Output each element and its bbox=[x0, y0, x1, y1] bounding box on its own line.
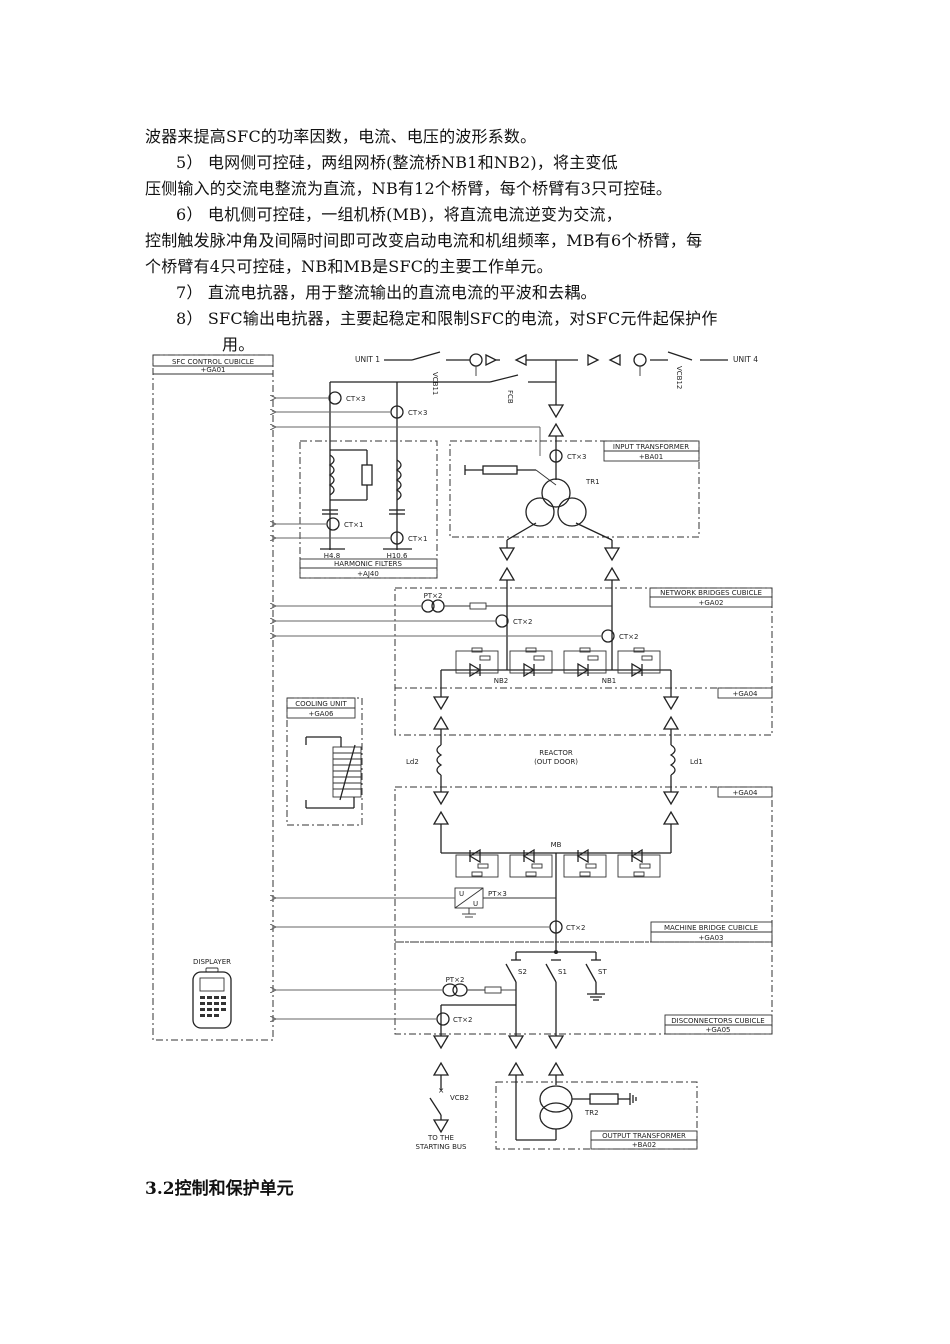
paragraph-item-7: 7） 直流电抗器，用于整流输出的直流电流的平波和去耦。 bbox=[176, 283, 597, 302]
pt3-u1-label: U bbox=[459, 890, 464, 898]
tr1-label: TR1 bbox=[585, 478, 600, 486]
ld1-label: Ld1 bbox=[690, 758, 703, 766]
fcb-label: FCB bbox=[506, 390, 514, 404]
harmonic-filters-code: +AJ40 bbox=[357, 570, 379, 578]
ct2d-label: CT×2 bbox=[453, 1016, 472, 1024]
vcb2-label: VCB2 bbox=[450, 1094, 469, 1102]
input-transformer-code: +BA01 bbox=[639, 453, 663, 461]
signal-lines-top: CT×3 CT×3 bbox=[276, 382, 541, 550]
h48-label: H4.8 bbox=[324, 552, 340, 560]
displayer-label: DISPLAYER bbox=[193, 958, 231, 966]
control-cubicle-code: +GA01 bbox=[201, 366, 226, 374]
harmonic-filters-cubicle: CT×1 CT×1 H4.8 H10.6 HARMONIC FILTERS +A… bbox=[276, 440, 438, 579]
starting-bus-label: STARTING BUS bbox=[416, 1143, 467, 1151]
s2-label: S2 bbox=[518, 968, 527, 976]
section-heading: 3.2控制和保护单元 bbox=[145, 1179, 294, 1199]
vcb12-label: VCB12 bbox=[675, 366, 683, 389]
unit4-label: UNIT 4 bbox=[733, 355, 758, 364]
ct3b-label: CT×3 bbox=[408, 409, 427, 417]
network-bridges-code: +GA02 bbox=[699, 599, 724, 607]
dc-reactor: Ld2 Ld1 REACTOR (OUT DOOR) bbox=[406, 729, 703, 792]
machine-bridge-cubicle: +GA04 MB bbox=[276, 786, 773, 950]
paragraph-item-6: 6） 电机侧可控硅，一组机桥(MB)，将直流电流逆变为交流， bbox=[176, 205, 622, 224]
paragraph-line: 压侧输入的交流电整流为直流，NB有12个桥臂，每个桥臂有3只可控硅。 bbox=[145, 179, 673, 198]
ga04-bottom-code: +GA04 bbox=[733, 789, 759, 797]
network-bridges-cubicle: NETWORK BRIDGES CUBICLE +GA02 PT×2 CT×2 … bbox=[276, 580, 773, 736]
mb-label: MB bbox=[551, 841, 562, 849]
reactor-label: REACTOR bbox=[539, 749, 573, 757]
starting-bus-branch: × VCB2 TO THE STARTING BUS bbox=[416, 1061, 469, 1151]
paragraph-line: 个桥臂有4只可控硅，NB和MB是SFC的主要工作单元。 bbox=[145, 257, 553, 276]
pt3-u2-label: U bbox=[473, 900, 478, 908]
paragraph-item-8: 8） SFC输出电抗器，主要起稳定和限制SFC的电流，对SFC元件起保护作 bbox=[176, 309, 718, 328]
disconnectors-title: DISCONNECTORS CUBICLE bbox=[671, 1017, 765, 1025]
control-cubicle: SFC CONTROL CUBICLE +GA01 bbox=[152, 354, 274, 1041]
disconnectors-code: +GA05 bbox=[706, 1026, 731, 1034]
s1-label: S1 bbox=[558, 968, 567, 976]
ct1a-label: CT×1 bbox=[344, 521, 363, 529]
pt2b-label: PT×2 bbox=[446, 976, 465, 984]
network-bridges-title: NETWORK BRIDGES CUBICLE bbox=[660, 589, 762, 597]
harmonic-filters-title: HARMONIC FILTERS bbox=[334, 560, 402, 568]
disconnectors-cubicle: S2 S1 ST PT×2 CT×2 DISCONNECTORS CUBICLE… bbox=[276, 941, 773, 1050]
ct2b-label: CT×2 bbox=[619, 633, 638, 641]
output-transformer-title: OUTPUT TRANSFORMER bbox=[602, 1132, 686, 1140]
cooling-unit-title: COOLING UNIT bbox=[295, 700, 347, 708]
paragraph-line: 波器来提高SFC的功率因数，电流、电压的波形系数。 bbox=[145, 127, 537, 146]
nb1-label: NB1 bbox=[602, 677, 617, 685]
top-bus: UNIT 1 VCB11 VCB12 UNIT 4 FCB bbox=[330, 351, 758, 437]
input-transformer-title: INPUT TRANSFORMER bbox=[613, 443, 689, 451]
to-the-label: TO THE bbox=[427, 1134, 454, 1142]
output-transformer-cubicle: TR2 OUTPUT TRANSFORMER +BA02 bbox=[495, 1061, 698, 1150]
reactor-outdoor-label: (OUT DOOR) bbox=[534, 758, 578, 766]
machine-bridge-code: +GA03 bbox=[699, 934, 724, 942]
pt3-label: PT×3 bbox=[488, 890, 507, 898]
st-label: ST bbox=[598, 968, 607, 976]
ct2a-label: CT×2 bbox=[513, 618, 532, 626]
cooling-unit-cubicle: COOLING UNIT +GA06 bbox=[286, 697, 363, 826]
svg-text:×: × bbox=[438, 1086, 444, 1095]
tr2-label: TR2 bbox=[584, 1109, 599, 1117]
ct2c-label: CT×2 bbox=[566, 924, 585, 932]
cooling-unit-code: +GA06 bbox=[309, 710, 335, 718]
output-transformer-code: +BA02 bbox=[632, 1141, 656, 1149]
unit1-label: UNIT 1 bbox=[355, 355, 380, 364]
nb2-label: NB2 bbox=[494, 677, 509, 685]
machine-bridge-title: MACHINE BRIDGE CUBICLE bbox=[664, 924, 758, 932]
displayer-device: DISPLAYER bbox=[192, 958, 232, 1029]
pt2a-label: PT×2 bbox=[424, 592, 443, 600]
ga04-top-code: +GA04 bbox=[733, 690, 759, 698]
ct1b-label: CT×1 bbox=[408, 535, 427, 543]
control-cubicle-title: SFC CONTROL CUBICLE bbox=[172, 358, 254, 366]
paragraph-line: 用。 bbox=[222, 335, 255, 354]
paragraph-item-5: 5） 电网侧可控硅，两组网桥(整流桥NB1和NB2)，将主变低 bbox=[176, 153, 618, 172]
h106-label: H10.6 bbox=[387, 552, 408, 560]
ld2-label: Ld2 bbox=[406, 758, 419, 766]
vcb11-label: VCB11 bbox=[431, 372, 439, 395]
paragraph-line: 控制触发脉冲角及间隔时间即可改变启动电流和机组频率，MB有6个桥臂，每 bbox=[145, 231, 703, 250]
nb-thyristor-group bbox=[455, 647, 661, 678]
ct3a-label: CT×3 bbox=[346, 395, 365, 403]
mb-thyristor-group bbox=[455, 848, 661, 878]
input-transformer-cubicle: INPUT TRANSFORMER +BA01 CT×3 TR1 bbox=[449, 436, 700, 581]
ct3c-label: CT×3 bbox=[567, 453, 586, 461]
